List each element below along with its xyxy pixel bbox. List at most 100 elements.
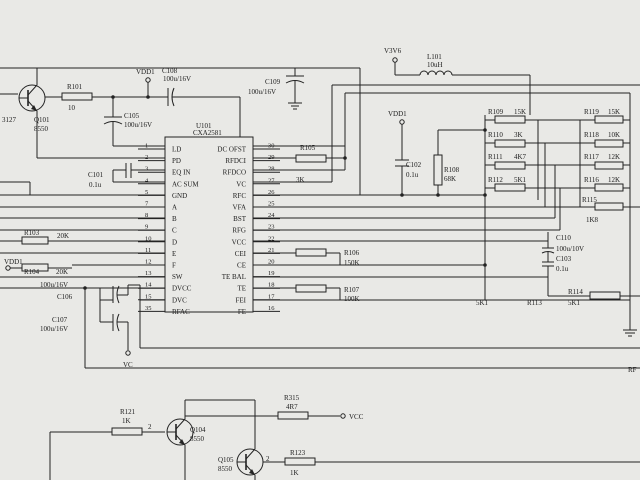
ic-pin-4-name: AC SUM [172, 180, 199, 188]
ic-pin-26-number: 26 [268, 189, 275, 196]
r315-ref: R315 [284, 394, 300, 402]
r108-resistor [433, 154, 443, 186]
ic-pin-13-name: SW [172, 273, 183, 281]
ic-pin-26-name: RFC [233, 192, 247, 200]
ic-pin-12-number: 12 [145, 259, 152, 266]
ic-pin-4-number: 4 [145, 177, 149, 184]
r123-value: 1K [290, 469, 299, 477]
r110-value: 3K [514, 131, 523, 139]
ic-pin-19-number: 19 [268, 270, 275, 277]
c109-ref: C109 [265, 78, 281, 86]
r121-value: 1K [122, 417, 131, 425]
r121-ref: R121 [120, 408, 136, 416]
ic-pin-1-name: LD [172, 146, 181, 154]
ic-pin-15-number: 15 [145, 293, 152, 300]
ic-pin-13-number: 13 [145, 270, 152, 277]
c108-value: 100u/16V [163, 75, 191, 83]
r119-ref: R119 [584, 108, 599, 116]
q105-ref: Q105 [218, 456, 234, 464]
ic-pin-5-number: 5 [145, 189, 148, 196]
r115-resistor [594, 202, 624, 211]
r103-resistor [21, 236, 49, 245]
r315-resistor [277, 411, 309, 420]
v3v6-supply: V3V6 L101 10uH [344, 47, 630, 146]
ic-pin-20-number: 20 [268, 259, 275, 266]
q104-ref: Q104 [190, 426, 206, 434]
ic-pin-15-name: DVC [172, 296, 187, 304]
r105-ref: R105 [300, 144, 316, 152]
ic-pin-16-name: FE [238, 308, 246, 316]
l101-inductor [419, 70, 453, 76]
c108-ref: C108 [162, 67, 178, 75]
vc-label: VC [123, 361, 133, 369]
c105-value: 100u/16V [124, 121, 152, 129]
r115-ref: R115 [582, 196, 597, 204]
r110-resistor [494, 139, 526, 148]
ic-pin-30-name: DC OFST [217, 146, 246, 154]
ic-pin-10-name: D [172, 238, 177, 246]
c110-ref: C110 [556, 234, 571, 242]
r116-value: 12K [608, 176, 620, 184]
r113-value-right: 5K1 [568, 299, 581, 307]
r105-stage: R105 3K [253, 84, 640, 184]
q105-type: 8550 [218, 465, 233, 473]
c107-ref: C107 [52, 316, 68, 324]
ic-pin-8-number: 8 [145, 212, 148, 219]
ic-u101-body [164, 136, 254, 313]
bottom-driver-stage: VCC R315 4R7 R121 1K 2 Q104 8550 Q105 85… [49, 394, 640, 480]
r111-ref: R111 [488, 153, 503, 161]
q105-pin-label: 2 [266, 455, 270, 463]
ic-pin-23-number: 23 [268, 224, 275, 231]
r109-value: 15K [514, 108, 526, 116]
c110-value: 100u/10V [556, 245, 584, 253]
c109-value: 100u/16V [248, 88, 276, 96]
r104-value: 20K [56, 268, 68, 276]
c101-value: 0.1u [89, 181, 102, 189]
ic-pin-22-name: VCC [232, 238, 247, 246]
q104-type: 8550 [190, 435, 205, 443]
r113-ref: R113 [527, 299, 542, 307]
c101-ref: C101 [88, 171, 104, 179]
r109-ref: R109 [488, 108, 504, 116]
ic-pin-5-name: GND [172, 192, 187, 200]
r112-value: 5K1 [514, 176, 527, 184]
ic-pin-27-name: VC [236, 180, 246, 188]
v3v6-label: V3V6 [384, 47, 402, 55]
r123-ref: R123 [290, 449, 306, 457]
ic-pin-28-number: 28 [268, 166, 275, 173]
ic-pin-28-name: RFDCO [223, 169, 246, 177]
ic-pin-24-name: BST [233, 215, 247, 223]
r111-resistor [494, 161, 526, 170]
c103-ref: C103 [556, 255, 572, 263]
ic-pin-2-name: PD [172, 157, 181, 165]
q101-type: 8550 [34, 125, 49, 133]
ic-pin-35-name: RFAC [172, 308, 190, 316]
r106-ref: R106 [344, 249, 360, 257]
r101-value: 10 [68, 104, 76, 112]
ic-pin-12-name: F [172, 262, 176, 270]
c102-ref: C102 [406, 161, 422, 169]
v3v6-terminal [392, 57, 398, 63]
c106-value: 100u/16V [40, 281, 68, 289]
ic-u101-ref: U101 [196, 122, 212, 130]
ic-pin-35-number: 35 [145, 305, 152, 312]
r106-resistor [295, 248, 327, 257]
vcc-label: VCC [349, 413, 364, 421]
r118-value: 10K [608, 131, 620, 139]
ic-pin-9-name: C [172, 227, 177, 235]
r105-resistor [295, 154, 327, 163]
r113-value-left: 5K1 [476, 299, 489, 307]
r110-ref: R110 [488, 131, 503, 139]
vdd1-label-left: VDD1 [4, 258, 23, 266]
ic-pin-24-number: 24 [268, 212, 275, 219]
ic-pin-8-name: B [172, 215, 177, 223]
r116-resistor [594, 183, 624, 192]
vcc-terminal [340, 413, 346, 419]
r103-value: 20K [57, 232, 69, 240]
ic-pin-7-name: A [172, 204, 177, 212]
ic-pin-29-name: RFDCI [225, 157, 246, 165]
r106-value: 150K [344, 259, 360, 267]
rf-label: RF [628, 366, 637, 374]
ic-pin-23-name: RFG [232, 227, 246, 235]
